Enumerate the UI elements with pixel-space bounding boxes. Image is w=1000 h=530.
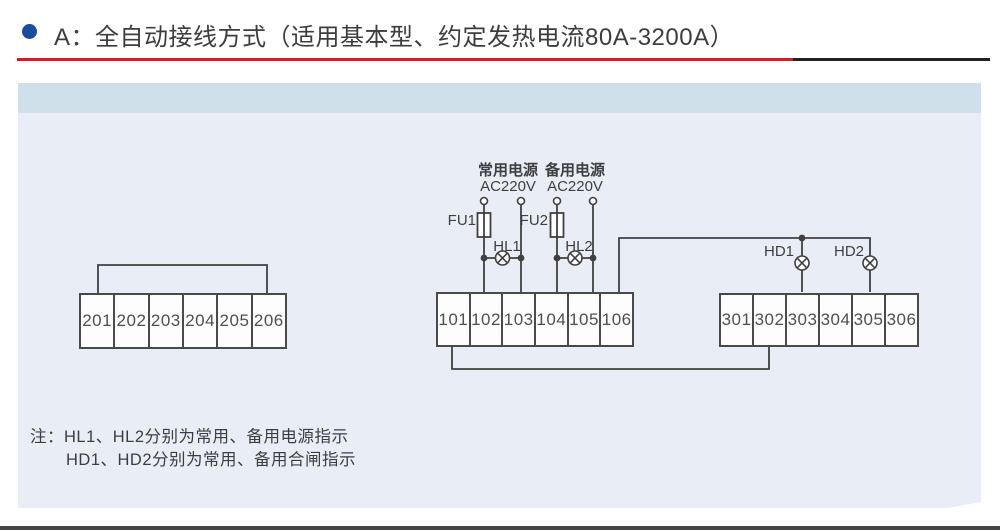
- terminal-104: 104: [536, 294, 569, 345]
- label-fuse-fu1: FU1: [447, 212, 476, 229]
- label-voltage-backup: AC220V: [547, 178, 603, 195]
- label-lamp-hd1: HD1: [763, 243, 794, 260]
- terminal-block-301-306: 301 302 303 304 305 306: [719, 293, 919, 347]
- title-underline-red: [17, 58, 793, 61]
- terminal-302: 302: [754, 295, 787, 345]
- terminal-204: 204: [184, 295, 219, 347]
- label-voltage-normal: AC220V: [480, 178, 536, 195]
- terminal-202: 202: [115, 295, 150, 347]
- terminal-205: 205: [218, 295, 253, 347]
- terminal-101: 101: [438, 294, 471, 345]
- terminal-301: 301: [721, 295, 754, 345]
- terminal-106: 106: [601, 309, 632, 329]
- terminal-105: 105: [569, 294, 602, 345]
- label-power-normal: 常用电源: [477, 162, 538, 179]
- terminal-303: 303: [787, 295, 820, 345]
- title-underline-black: [793, 58, 990, 61]
- terminal-201: 201: [81, 295, 116, 347]
- terminal-block-101-106: 101 102 103 104 105 106: [436, 292, 634, 347]
- page-title: A：全自动接线方式（适用基本型、约定发热电流80A-3200A）: [54, 24, 735, 51]
- terminal-304: 304: [820, 295, 853, 345]
- label-lamp-hd2: HD2: [833, 243, 864, 260]
- terminal-203: 203: [150, 295, 184, 347]
- label-fuse-fu2: FU2: [519, 212, 548, 229]
- terminal-102: 102: [471, 294, 504, 345]
- footer-bar: [0, 526, 1000, 530]
- bullet-icon: [22, 24, 37, 39]
- terminal-305: 305: [853, 295, 886, 345]
- label-power-backup: 备用电源: [544, 162, 605, 179]
- terminal-block-201-206: 201 202 203 204 205 206: [79, 293, 287, 349]
- terminal-103: 103: [503, 294, 537, 345]
- label-lamp-hl2: HL2: [565, 238, 593, 255]
- panel-header-band: [18, 83, 981, 113]
- terminal-306: 306: [886, 310, 917, 329]
- note-line-1: 注：HL1、HL2分别为常用、备用电源指示: [30, 428, 349, 446]
- note-line-2: HD1、HD2分别为常用、备用合闸指示: [66, 451, 357, 469]
- label-lamp-hl1: HL1: [493, 238, 521, 255]
- terminal-206: 206: [253, 311, 284, 330]
